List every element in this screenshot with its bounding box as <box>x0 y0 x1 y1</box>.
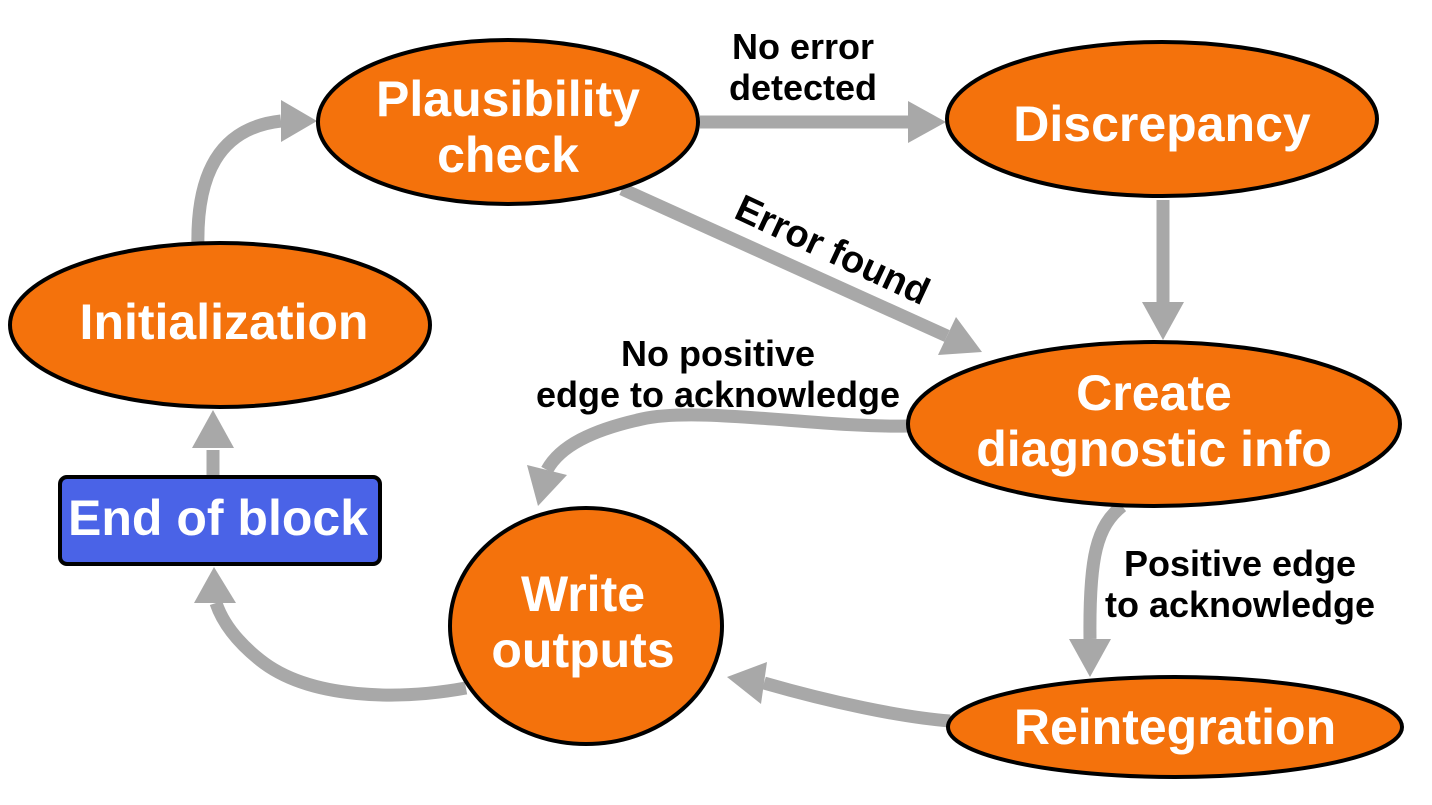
plausibility-check-label-line1: Plausibility <box>376 71 640 127</box>
discrepancy-label: Discrepancy <box>1013 96 1310 152</box>
write-outputs-label-line2: outputs <box>491 622 675 678</box>
edge-plausibility-check-to-discrepancy <box>700 101 946 143</box>
create-diagnostic-info-label-line2: diagnostic info <box>976 421 1332 477</box>
write-outputs-label-line1: Write <box>520 566 646 622</box>
end-of-block-rectangle <box>58 475 382 566</box>
no-positive-edge-label-line2: edge to acknowledge <box>535 374 901 415</box>
reintegration-label-line1: Reintegration <box>1013 699 1337 755</box>
write-outputs-ellipse <box>448 506 724 746</box>
initialization-ellipse <box>8 241 432 409</box>
discrepancy-ellipse <box>945 40 1379 198</box>
positive-edge-label-line2: to acknowledge <box>1104 584 1376 625</box>
reintegration-label: Reintegration <box>1014 699 1336 755</box>
end-of-block-label-line1: End of block <box>68 490 368 546</box>
initialization-label: Initialization <box>80 294 369 350</box>
edge-end-of-block-to-initialization <box>192 410 234 477</box>
no-error-detected-label-line1: No error <box>731 26 875 67</box>
edge-initialization-to-plausibility-check <box>191 100 317 249</box>
edge-discrepancy-to-create-diagnostic-info <box>1142 200 1184 340</box>
no-positive-edge-label: No positive edge to acknowledge <box>536 333 900 415</box>
edge-create-diagnostic-info-to-reintegration <box>1069 500 1127 677</box>
no-positive-edge-label-line1: No positive <box>620 333 816 374</box>
edge-create-diagnostic-info-to-write-outputs <box>527 408 909 506</box>
create-diagnostic-info-label: Create diagnostic info <box>976 365 1332 477</box>
plausibility-check-label-line2: check <box>437 127 579 183</box>
edge-reintegration-to-write-outputs <box>727 662 951 728</box>
no-error-detected-label: No error detected <box>729 26 877 108</box>
end-of-block-label: End of block <box>68 490 368 546</box>
create-diagnostic-info-ellipse <box>906 340 1402 508</box>
edge-write-outputs-to-end-of-block <box>194 567 468 702</box>
positive-edge-label-line1: Positive edge <box>1123 543 1357 584</box>
write-outputs-label: Write outputs <box>491 566 674 678</box>
reintegration-ellipse <box>946 675 1404 779</box>
plausibility-check-ellipse <box>316 38 700 206</box>
initialization-label-line1: Initialization <box>79 294 369 350</box>
create-diagnostic-info-label-line1: Create <box>1076 365 1232 421</box>
plausibility-check-label: Plausibility check <box>376 71 640 183</box>
no-error-detected-label-line2: detected <box>728 67 878 108</box>
discrepancy-label-line1: Discrepancy <box>1013 96 1311 152</box>
positive-edge-label: Positive edge to acknowledge <box>1105 543 1375 625</box>
edge-plausibility-check-to-create-diagnostic-info <box>619 183 982 355</box>
